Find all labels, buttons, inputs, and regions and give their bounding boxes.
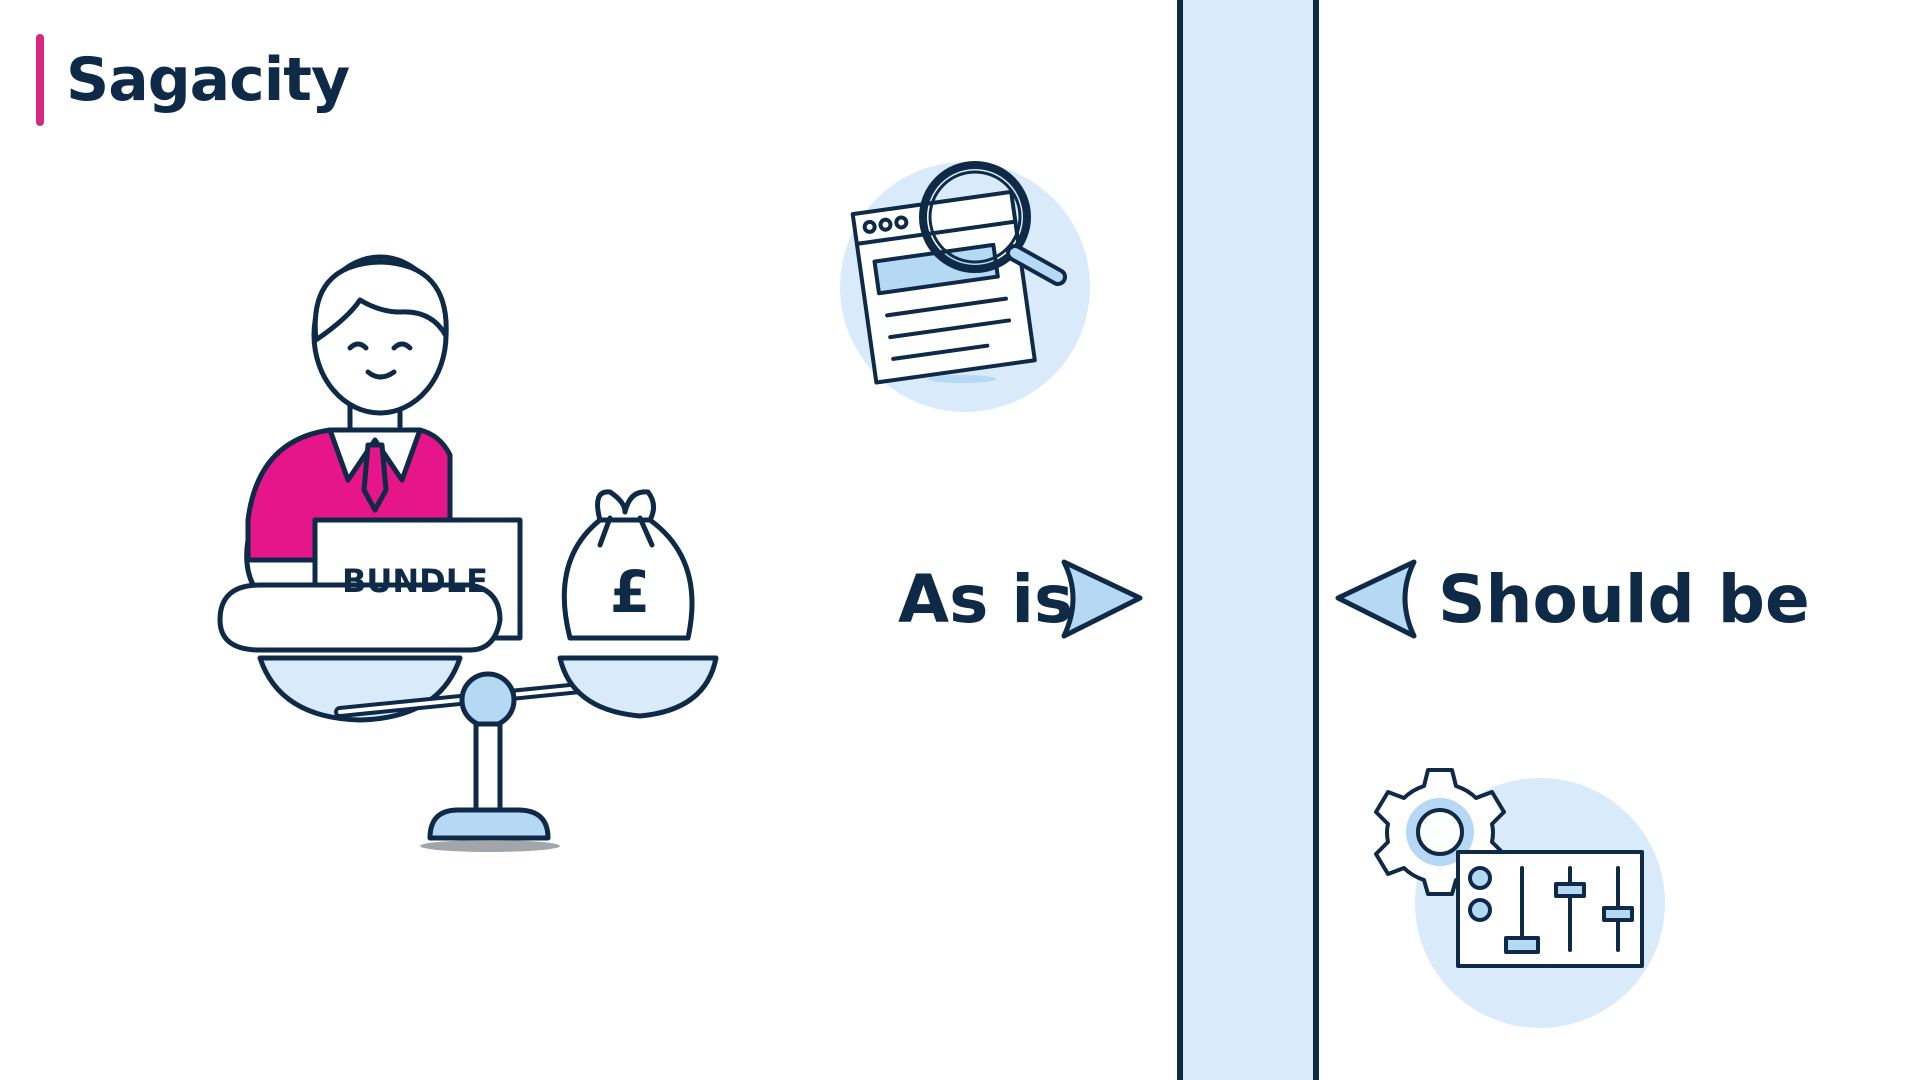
logo-accent-bar [36,34,44,126]
arrow-left-icon [1335,559,1417,639]
should-be-label: Should be [1438,561,1810,638]
gear-sliders-icon [1374,768,1665,1028]
pound-symbol: £ [610,558,650,626]
bundle-label: BUNDLE [342,562,488,600]
center-divider [1177,0,1319,1080]
arrow-right-icon [1061,559,1143,639]
brand-logo: Sagacity [66,45,350,115]
as-is-label: As is [898,561,1074,638]
businessman-icon: BUNDLE £ [217,254,719,852]
browser-magnifier-icon [840,161,1090,412]
